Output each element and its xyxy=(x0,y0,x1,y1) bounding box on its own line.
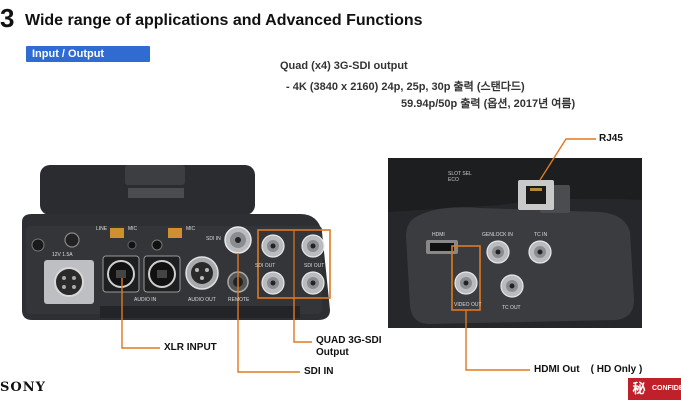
label-mic-1: MIC xyxy=(128,226,138,232)
spec-line-3: 59.94p/50p 출력 (옵션, 2017년 여름) xyxy=(401,98,576,110)
label-tc-out: TC OUT xyxy=(502,305,521,311)
section-tab: Input / Output xyxy=(26,46,150,62)
label-hdmi: HDMI xyxy=(432,232,445,238)
callout-hdmi-out: HDMI Out ( HD Only ) xyxy=(534,364,643,375)
confidential-stamp: 秘 CONFIDENTIAL xyxy=(628,378,681,400)
dc-in-connector xyxy=(31,232,94,304)
mic-line-switches xyxy=(110,228,182,251)
confidential-label: CONFIDENTIAL xyxy=(650,378,681,400)
xlr-audio-out xyxy=(185,256,219,290)
label-video-out: VIDEO OUT xyxy=(454,302,482,308)
label-genlock-in: GENLOCK IN xyxy=(482,232,513,238)
label-tc-in: TC IN xyxy=(534,232,548,238)
callout-quad-sdi-line2: Output xyxy=(316,347,349,358)
confidential-seal-icon: 秘 xyxy=(628,378,650,400)
callout-rj45: RJ45 xyxy=(599,133,623,144)
slide-number: 3 xyxy=(0,3,15,33)
rj45-port xyxy=(518,180,554,210)
label-audio-out: AUDIO OUT xyxy=(188,297,216,303)
label-line-1: LINE xyxy=(96,226,108,232)
xlr-input-1 xyxy=(102,255,140,293)
tc-out-bnc xyxy=(500,274,524,298)
sdi-in-bnc xyxy=(224,226,252,254)
tc-in-bnc xyxy=(528,240,552,264)
genlock-in-bnc xyxy=(486,240,510,264)
hdmi-port xyxy=(426,240,458,254)
quad-sdi-out-bnc-group xyxy=(257,229,331,299)
callout-lines xyxy=(121,138,596,373)
label-mic-2: MIC xyxy=(186,226,196,232)
spec-line-1: Quad (x4) 3G-SDI output xyxy=(280,60,408,72)
label-sdi-out-right: SDI OUT xyxy=(304,263,325,269)
label-dc: 12V 1.5A xyxy=(52,252,73,258)
label-sdi-out-left: SDI OUT xyxy=(255,263,276,269)
label-remote: REMOTE xyxy=(228,297,250,303)
callout-xlr-input: XLR INPUT xyxy=(164,342,217,353)
label-sdi-in-panel: SDI IN xyxy=(206,236,221,242)
callout-quad-sdi-line1: QUAD 3G-SDI xyxy=(316,335,382,346)
video-out-bnc xyxy=(454,271,478,295)
label-audio-in: AUDIO IN xyxy=(134,297,157,303)
sony-logo: SONY xyxy=(0,380,46,395)
spec-line-2: - 4K (3840 x 2160) 24p, 25p, 30p 출력 (스탠다… xyxy=(286,81,525,93)
callout-sdi-in: SDI IN xyxy=(304,366,334,377)
label-slot: SLOT SEL ECO xyxy=(448,171,472,183)
slide-title: Wide range of applications and Advanced … xyxy=(25,12,423,29)
xlr-input-2 xyxy=(143,255,181,293)
